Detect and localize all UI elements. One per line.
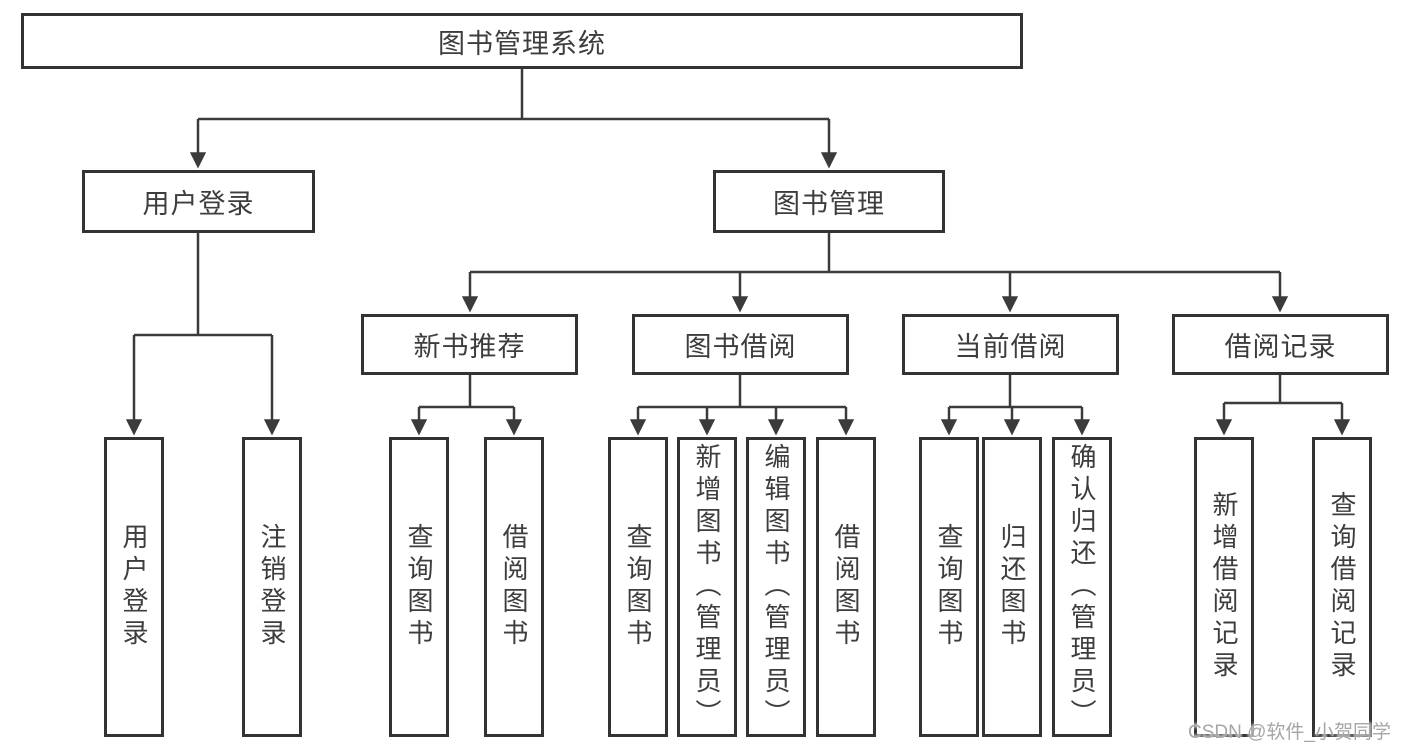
section-node-book-borrowing: 图书借阅: [632, 314, 849, 375]
leaf-node-query-books-borrowing: 查询图书: [608, 437, 668, 737]
leaf-node-user-login: 用户登录: [104, 437, 164, 737]
leaf-node-borrow-books: 借阅图书: [816, 437, 876, 737]
leaf-node-query-books-current: 查询图书: [919, 437, 979, 737]
section-node-new-book-recommend: 新书推荐: [361, 314, 578, 375]
leaf-node-confirm-return-admin: 确认归还（管理员）: [1052, 437, 1112, 737]
leaf-node-query-borrow-record: 查询借阅记录: [1312, 437, 1372, 737]
leaf-node-add-books-admin: 新增图书（管理员）: [677, 437, 737, 737]
leaf-node-return-books: 归还图书: [982, 437, 1042, 737]
branch-node-book-management: 图书管理: [713, 170, 945, 233]
leaf-node-logout: 注销登录: [242, 437, 302, 737]
section-node-current-borrowing: 当前借阅: [902, 314, 1119, 375]
leaf-node-query-books-recommend: 查询图书: [389, 437, 449, 737]
branch-node-user-login: 用户登录: [82, 170, 315, 233]
leaf-node-borrow-books-recommend: 借阅图书: [484, 437, 544, 737]
leaf-node-edit-books-admin: 编辑图书（管理员）: [746, 437, 806, 737]
root-node-library-system: 图书管理系统: [21, 13, 1023, 69]
leaf-node-add-borrow-record: 新增借阅记录: [1194, 437, 1254, 737]
csdn-watermark: CSDN @软件_小贺同学: [1188, 722, 1391, 743]
section-node-borrowing-records: 借阅记录: [1172, 314, 1389, 375]
